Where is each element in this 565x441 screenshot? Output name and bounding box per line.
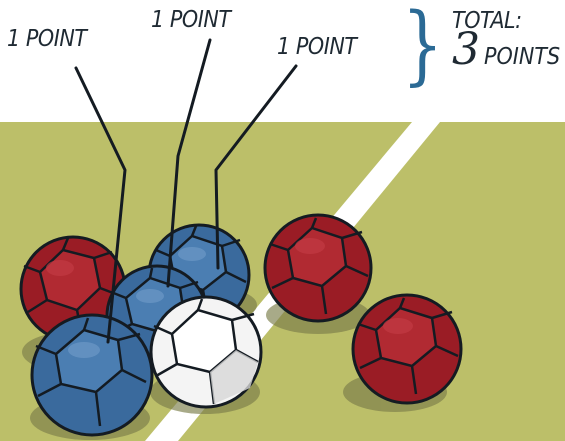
total-label: TOTAL: <box>452 8 557 34</box>
point-label-2: 1 POINT <box>151 7 231 33</box>
red-ball <box>265 215 371 321</box>
white-ball <box>151 297 261 407</box>
total-score: TOTAL: 3 POINTS <box>452 8 565 72</box>
curly-brace-icon: } <box>402 2 443 88</box>
red-ball <box>353 295 461 403</box>
total-unit: POINTS <box>484 44 560 70</box>
point-label-3: 1 POINT <box>277 34 357 60</box>
total-value-row: 3 POINTS <box>452 28 565 72</box>
point-label-1: 1 POINT <box>7 26 87 52</box>
total-number: 3 <box>452 28 480 72</box>
blue-ball <box>32 315 152 435</box>
